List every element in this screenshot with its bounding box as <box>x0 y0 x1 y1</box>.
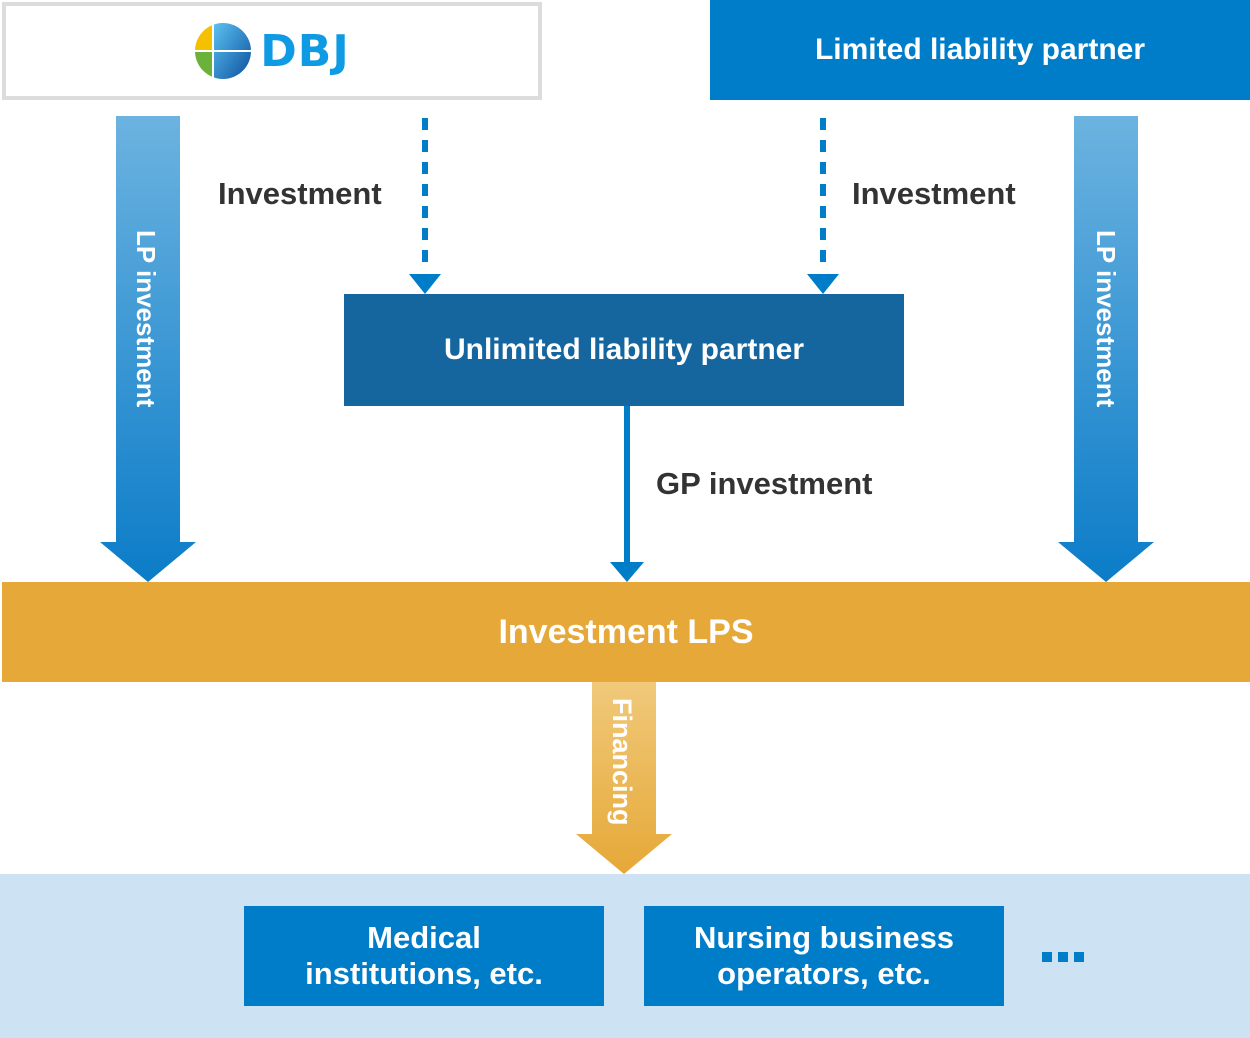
target-nursing-line1: Nursing business <box>693 920 955 956</box>
more-targets-ellipsis-icon <box>1042 952 1084 962</box>
gp-investment-arrowhead <box>610 562 644 582</box>
financing-targets-area <box>0 874 1250 1038</box>
target-medical-institutions: Medical institutions, etc. <box>244 906 604 1006</box>
investment-arrowhead-right <box>807 274 839 294</box>
ellipsis-dot <box>1074 952 1084 962</box>
ellipsis-dot <box>1058 952 1068 962</box>
investment-lps-label: Investment LPS <box>498 612 754 651</box>
investment-label-left: Investment <box>218 176 382 211</box>
dbj-node: DBJ <box>2 2 542 100</box>
limited-liability-partner-label: Limited liability partner <box>814 33 1146 66</box>
target-nursing-line2: operators, etc. <box>717 956 931 991</box>
target-medical-line2: institutions, etc. <box>305 956 543 991</box>
lp-investment-label-right: LP investment <box>1091 230 1121 408</box>
dbj-globe-logo-icon <box>195 23 252 79</box>
gp-investment-label: GP investment <box>656 466 873 501</box>
investment-lps-node: Investment LPS <box>2 582 1250 682</box>
target-medical-line1: Medical <box>367 920 481 956</box>
lp-investment-arrow-left <box>100 116 196 582</box>
unlimited-liability-partner-label: Unlimited liability partner <box>443 333 805 366</box>
lp-investment-label-left: LP investment <box>131 230 161 408</box>
dbj-logo: DBJ <box>194 22 349 80</box>
dbj-logo-text: DBJ <box>260 25 350 77</box>
lp-investment-arrow-right <box>1058 116 1154 582</box>
investment-label-right: Investment <box>852 176 1016 211</box>
limited-liability-partner-node: Limited liability partner <box>710 0 1250 100</box>
target-nursing-operators: Nursing business operators, etc. <box>644 906 1004 1006</box>
investment-arrowhead-left <box>409 274 441 294</box>
financing-label: Financing <box>607 698 637 826</box>
unlimited-liability-partner-node: Unlimited liability partner <box>344 294 904 406</box>
ellipsis-dot <box>1042 952 1052 962</box>
financing-arrow <box>576 682 672 874</box>
